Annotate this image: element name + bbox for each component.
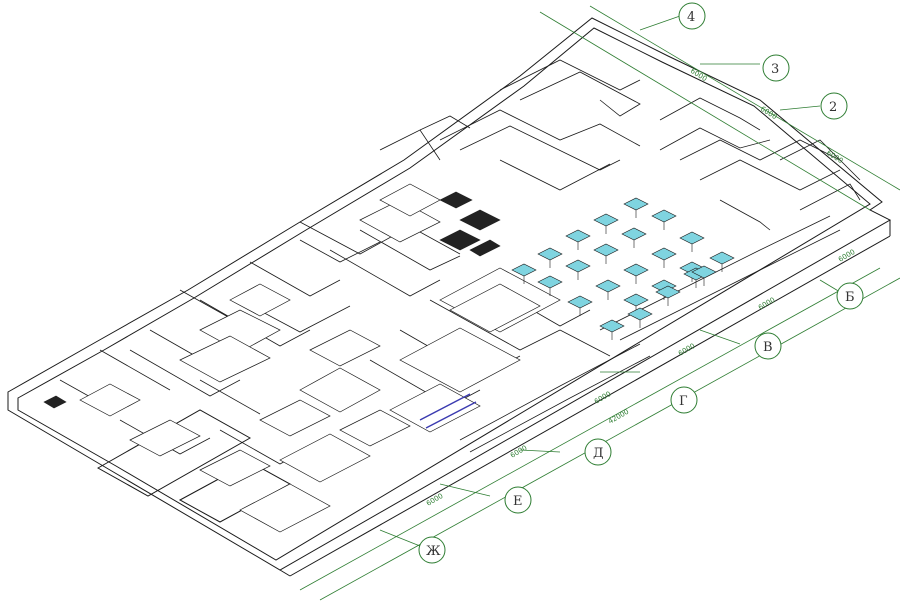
axis-label-b: Б	[845, 290, 855, 305]
grid-axis-labels: 4 3 2 Б В Г Д Е Ж	[426, 10, 855, 559]
accent-equipment	[419, 393, 477, 429]
dining-table	[537, 275, 563, 289]
dining-table	[537, 247, 563, 261]
dining-table	[593, 213, 619, 227]
axis-label-d: Д	[593, 446, 604, 461]
dim-lower-1: 6000	[837, 248, 856, 264]
dining-table	[655, 285, 681, 299]
axis-label-v: В	[763, 340, 773, 355]
dining-table	[627, 307, 653, 321]
dining-table	[595, 279, 621, 293]
dim-lower-6: 6000	[425, 492, 444, 508]
axis-label-3: 3	[771, 62, 779, 77]
dining-table	[709, 251, 735, 265]
dining-table	[567, 295, 593, 309]
dining-table	[651, 209, 677, 223]
grid-axis-markers	[418, 2, 864, 564]
dining-table	[593, 243, 619, 257]
axis-label-zh: Ж	[426, 544, 441, 559]
dimension-lines	[299, 5, 900, 601]
dim-lower-3: 6000	[677, 342, 696, 358]
dining-table	[651, 247, 677, 261]
axis-label-2: 2	[829, 100, 837, 115]
dim-lower-5: 6000	[509, 444, 528, 460]
dining-table	[623, 293, 649, 307]
dim-overall: 42000	[607, 408, 630, 426]
dim-lower-4: 6000	[593, 390, 612, 406]
dim-lower-2: 6000	[757, 296, 776, 312]
dining-table	[511, 263, 537, 277]
dining-table	[691, 265, 717, 279]
axis-label-e: Е	[513, 494, 523, 509]
dining-table	[565, 229, 591, 243]
dining-table	[623, 263, 649, 277]
dim-upper-1: 6000	[689, 67, 708, 83]
dining-table	[623, 197, 649, 211]
dining-tables	[511, 197, 735, 340]
dining-table	[599, 319, 625, 333]
axis-label-4: 4	[687, 10, 695, 25]
dark-equipment	[43, 191, 501, 409]
dining-table	[565, 259, 591, 273]
dining-table	[621, 227, 647, 241]
kitchen-equipment	[79, 183, 561, 533]
dining-table	[679, 231, 705, 245]
axis-label-g: Г	[679, 394, 688, 409]
